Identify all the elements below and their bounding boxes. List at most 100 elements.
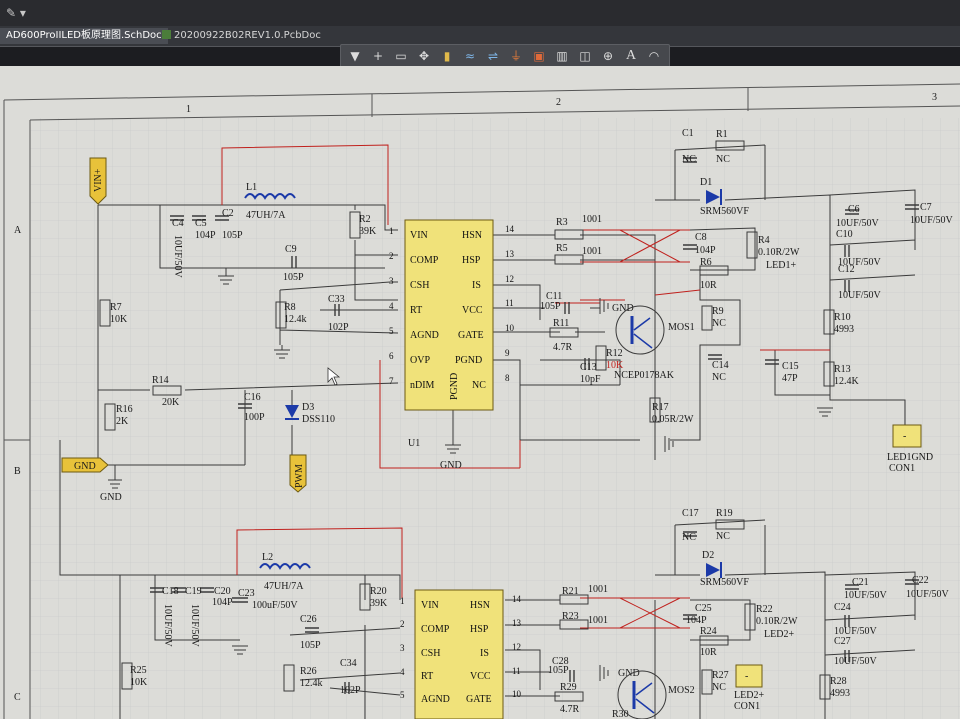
u1-chip[interactable]: [404, 219, 494, 411]
r6-value: 10R: [700, 280, 717, 291]
c17-value: NC: [682, 532, 696, 543]
r4-value: 0.10R/2W: [758, 247, 800, 258]
schematic-sheet[interactable]: 1 2 3 A B C VIN+ GND PWM: [0, 66, 960, 719]
tab-pcb-label: 20200922B02REV1.0.PcbDoc: [174, 30, 321, 41]
u2-pin-name: IS: [480, 648, 489, 659]
mosfet-mos2[interactable]: [617, 670, 667, 719]
zone-c: C: [14, 692, 21, 703]
u1-pin-name: HSN: [462, 230, 482, 241]
u2-chip[interactable]: [414, 589, 504, 719]
gnd-port[interactable]: [61, 457, 109, 473]
diode-d1[interactable]: [706, 190, 720, 204]
c14-value: NC: [712, 372, 726, 383]
led2-label: LED2+: [764, 629, 794, 640]
r1-value: NC: [716, 154, 730, 165]
c16-ref: C16: [244, 392, 261, 403]
tab-schematic[interactable]: AD600ProIILED板原理图.SchDoc: [0, 28, 168, 44]
u1-pin-name: IS: [472, 280, 481, 291]
r2-value: 39K: [359, 226, 377, 237]
capacitor-symbols-top: [170, 157, 919, 409]
r29-value: 4.7R: [560, 704, 580, 715]
mosfet-mos1[interactable]: [615, 305, 665, 355]
power-port-icon[interactable]: ▣: [533, 49, 545, 63]
resistor-symbols-bottom: [121, 519, 831, 702]
c18-ref: C18: [162, 586, 179, 597]
arc-icon[interactable]: ◠: [648, 49, 660, 63]
u2-pin-num: 11: [512, 666, 521, 676]
sheet-symbol-icon[interactable]: ◫: [579, 49, 591, 63]
inductor-l2[interactable]: [259, 563, 311, 570]
d3-ref: D3: [302, 402, 314, 413]
r6-ref: R6: [700, 257, 712, 268]
r11-value: 4.7R: [553, 342, 573, 353]
con2-ref: CON1: [734, 701, 760, 712]
u1-pin-num: 6: [389, 351, 394, 361]
l2-value: 47UH/7A: [264, 581, 304, 592]
c19-ref: C19: [185, 586, 202, 597]
l1-ref: L1: [246, 182, 257, 193]
c11-ref: C11: [546, 291, 562, 302]
r14-ref: R14: [152, 375, 169, 386]
connector-led2[interactable]: [735, 664, 763, 688]
move-icon[interactable]: ✥: [418, 49, 430, 63]
text-icon[interactable]: A: [625, 48, 637, 63]
r16-ref: R16: [116, 404, 133, 415]
u1-pin-name: VIN: [410, 230, 428, 241]
c9-value: 105P: [283, 272, 304, 283]
c22-value: 10UF/50V: [906, 589, 950, 600]
u1-pin-name: HSP: [462, 255, 481, 266]
gnd-label-1: GND: [100, 492, 122, 503]
u2-pin-name: GATE: [466, 694, 492, 705]
part-icon[interactable]: ▥: [556, 49, 568, 63]
c25-ref: C25: [695, 603, 712, 614]
r21-ref: R21: [562, 586, 579, 597]
d2-value: SRM560VF: [700, 577, 749, 588]
c5-ref: C5: [195, 218, 207, 229]
net-label-icon[interactable]: ⏚: [509, 49, 522, 63]
select-rectangle-icon[interactable]: ▭: [395, 49, 407, 63]
align-icon[interactable]: ▮: [443, 49, 451, 63]
u1-pin-name: NC: [472, 380, 486, 391]
diode-d2[interactable]: [706, 563, 720, 577]
r13-ref: R13: [834, 364, 851, 375]
cross-probe-icon[interactable]: +: [372, 49, 384, 63]
inductor-l1[interactable]: [244, 193, 296, 200]
tab-pcb[interactable]: 20200922B02REV1.0.PcbDoc: [156, 28, 327, 44]
port-icon[interactable]: ⊕: [602, 49, 614, 63]
c17-ref: C17: [682, 508, 699, 519]
pin-icon[interactable]: ✎ ▾: [6, 6, 26, 20]
u2-pin-num: 12: [512, 642, 521, 652]
r8-value: 12.4k: [284, 314, 307, 325]
u2-pin-name: AGND: [421, 694, 450, 705]
u2-pin-name: HSP: [470, 624, 489, 635]
u1-pin-name: VCC: [462, 305, 483, 316]
c33-value: 102P: [328, 322, 349, 333]
ground-symbols: [108, 268, 833, 489]
c28-value: 105P: [548, 665, 569, 676]
c12-ref: C12: [838, 264, 855, 275]
wire-icon[interactable]: ≈: [464, 49, 476, 63]
c27-value: 10UF/50V: [834, 656, 878, 667]
u1-pin-name: AGND: [410, 330, 439, 341]
c6-value: 10UF/50V: [836, 218, 880, 229]
r29-ref: R29: [560, 682, 577, 693]
vin-port[interactable]: [89, 157, 107, 205]
pwm-port[interactable]: [289, 454, 307, 493]
d1-value: SRM560VF: [700, 206, 749, 217]
r19-value: NC: [716, 531, 730, 542]
document-tab-bar: AD600ProIILED板原理图.SchDoc 20200922B02REV1…: [0, 26, 960, 47]
bus-icon[interactable]: ⇌: [487, 49, 499, 63]
diode-d3[interactable]: [285, 405, 299, 418]
c27-ref: C27: [834, 636, 851, 647]
filter-icon[interactable]: ▼: [350, 49, 360, 63]
connector-con1[interactable]: [892, 424, 922, 448]
u1-pin-name: COMP: [410, 255, 439, 266]
c14-ref: C14: [712, 360, 729, 371]
u2-pin-name: CSH: [421, 648, 440, 659]
r28-value: 4993: [830, 688, 850, 699]
r28-ref: R28: [830, 676, 847, 687]
c28-ref: C28: [552, 656, 569, 667]
r12-ref: R12: [606, 348, 623, 359]
u1-left-pins: VIN COMP CSH RT AGND OVP nDIM 1 2 3 4 5 …: [389, 226, 439, 391]
r9-value: NC: [712, 318, 726, 329]
